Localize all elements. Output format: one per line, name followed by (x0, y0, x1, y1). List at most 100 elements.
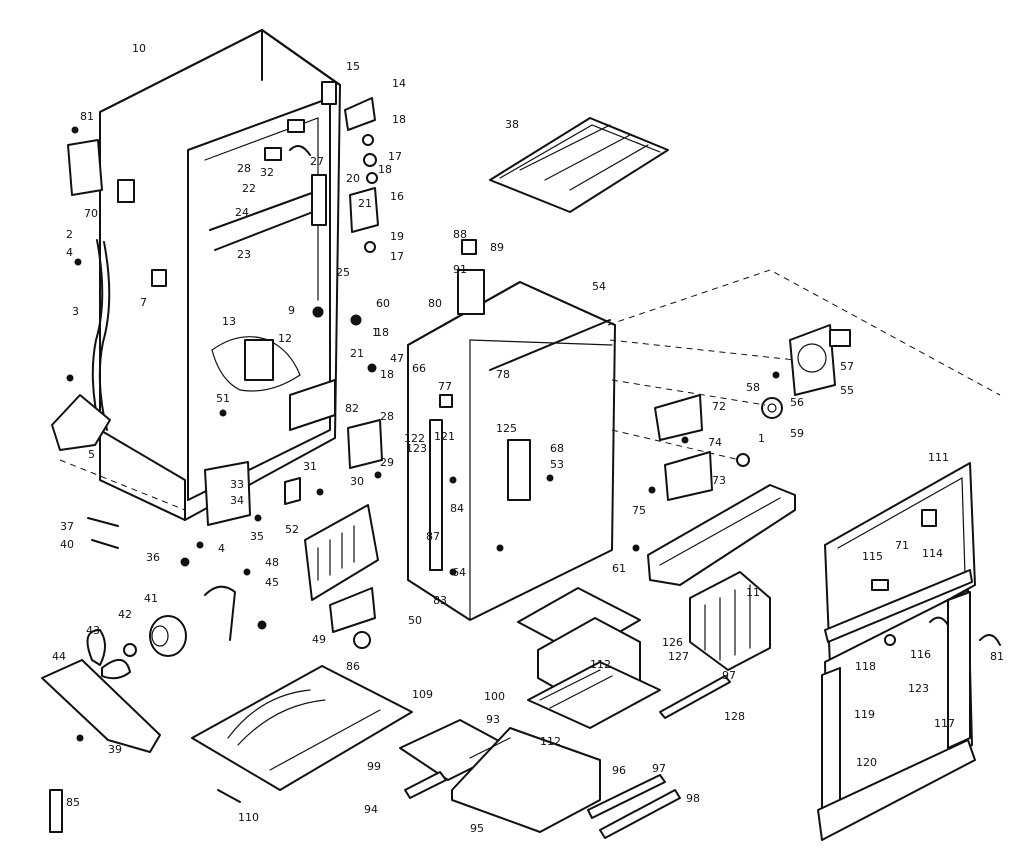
part-label: 60 (376, 297, 390, 310)
part-label: 7 (140, 296, 147, 309)
part-label: 11 (746, 586, 760, 599)
part-label: 20 (346, 172, 360, 185)
part-label: 25 (336, 266, 350, 279)
part-label: 87 (426, 530, 440, 543)
freezer-liner (407, 239, 616, 621)
part-label: 2 (66, 228, 73, 241)
drip-tray (191, 665, 413, 803)
part-label: 4 (66, 246, 73, 259)
part-label: 42 (118, 608, 132, 621)
part-label: 23 (237, 248, 251, 261)
part-label: 28 (237, 162, 251, 175)
part-label: 44 (52, 650, 66, 663)
part-label: 115 (862, 550, 883, 563)
lower-brackets (204, 419, 383, 526)
part-label: 70 (84, 207, 98, 220)
part-label: 118 (855, 660, 876, 673)
part-label: 48 (265, 556, 279, 569)
part-label: 99 (367, 760, 381, 773)
part-label: 68 (550, 442, 564, 455)
part-label: 16 (390, 190, 404, 203)
part-label: 38 (505, 118, 519, 131)
part-label: 127 (668, 650, 689, 663)
part-label: 112 (540, 735, 561, 748)
part-label: 4 (218, 542, 225, 555)
part-label: 98 (686, 792, 700, 805)
part-label: 94 (364, 803, 378, 816)
hardware-fasteners (66, 126, 780, 742)
part-label: 121 (434, 430, 455, 443)
part-label: 21 (350, 347, 364, 360)
part-label: 122 (404, 432, 425, 445)
part-label: 1 (758, 432, 765, 445)
part-label: 15 (346, 60, 360, 73)
part-label: 14 (392, 77, 406, 90)
part-label: 97 (722, 669, 736, 682)
part-label: 125 (496, 422, 517, 435)
part-label: 37 (60, 520, 74, 533)
part-label: 91 (453, 263, 467, 276)
part-label: 97 (652, 762, 666, 775)
part-label: 24 (235, 206, 249, 219)
part-label: 114 (922, 547, 943, 560)
part-label: 120 (856, 756, 877, 769)
part-label: 112 (590, 658, 611, 671)
part-label: 17 (388, 150, 402, 163)
part-label: 9 (288, 304, 295, 317)
part-label: 10 (132, 42, 146, 55)
part-label: 43 (86, 624, 100, 637)
part-label: 109 (412, 688, 433, 701)
part-label: 100 (484, 690, 505, 703)
part-label: 93 (486, 713, 500, 726)
part-label: 71 (895, 539, 909, 552)
front-trim (647, 484, 796, 586)
top-hardware (264, 81, 379, 253)
part-label: 21 (358, 197, 372, 210)
part-label: 28 (380, 410, 394, 423)
part-label: 77 (438, 380, 452, 393)
part-label: 17 (390, 250, 404, 263)
part-label: 18 (392, 113, 406, 126)
part-label: 31 (303, 460, 317, 473)
part-label: 56 (790, 396, 804, 409)
part-label: 18 (375, 326, 389, 339)
part-label: 96 (612, 764, 626, 777)
part-label: 88 (453, 228, 467, 241)
part-label: 12 (278, 332, 292, 345)
part-label: 59 (790, 427, 804, 440)
part-label: 82 (345, 402, 359, 415)
part-label: 35 (250, 530, 264, 543)
part-label: 58 (746, 381, 760, 394)
part-label: 3 (72, 305, 79, 318)
part-label: 81 (80, 110, 94, 123)
part-label: 80 (428, 297, 442, 310)
part-label: 52 (285, 523, 299, 536)
controls (654, 324, 851, 501)
part-label: 86 (346, 660, 360, 673)
part-label: 40 (60, 538, 74, 551)
evaporator-cover (304, 504, 379, 649)
part-label: 66 (412, 362, 426, 375)
part-label: 50 (408, 614, 422, 627)
fan-motor-assembly (41, 517, 236, 833)
part-label: 29 (380, 456, 394, 469)
left-side-parts (51, 139, 167, 451)
part-label: 123 (406, 442, 427, 455)
part-label: 5 (88, 448, 95, 461)
part-label: 72 (712, 400, 726, 413)
part-label: 110 (238, 811, 259, 824)
part-label: 57 (840, 360, 854, 373)
part-label: 116 (910, 648, 931, 661)
part-label: 54 (592, 280, 606, 293)
part-label: 36 (146, 551, 160, 564)
part-label: 45 (265, 576, 279, 589)
part-label: 83 (433, 594, 447, 607)
part-labels: 10 15 14 81 18 17 18 28 27 32 22 20 21 1… (52, 42, 1004, 835)
part-label: 61 (612, 562, 626, 575)
part-label: 126 (662, 636, 683, 649)
part-label: 34 (230, 494, 244, 507)
crisper-assembly (399, 571, 771, 839)
part-label: 33 (230, 478, 244, 491)
part-label: 53 (550, 458, 564, 471)
